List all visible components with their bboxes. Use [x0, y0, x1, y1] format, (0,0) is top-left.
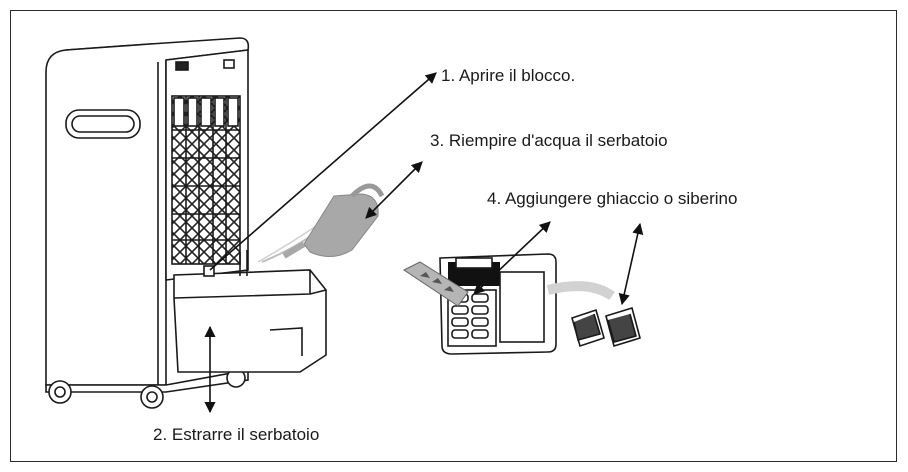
watering-can-icon [257, 183, 385, 263]
ice-pack-icon [546, 281, 641, 348]
step-1-label: 1. Aprire il blocco. [441, 66, 576, 85]
step-3-label: 3. Riempire d'acqua il serbatoio [430, 131, 668, 150]
arrow-step-4b [618, 222, 644, 306]
arrow-step-1 [209, 72, 437, 271]
arrow-step-3 [365, 161, 423, 219]
step-2-label: 2. Estrarre il serbatoio [153, 425, 320, 444]
step-4-label: 4. Aggiungere ghiaccio o siberino [487, 189, 738, 208]
arrow-step-4a [473, 221, 551, 295]
air-cooler-unit [45, 37, 250, 409]
ice-pour-icon [403, 261, 469, 307]
callout-arrows [204, 72, 644, 414]
